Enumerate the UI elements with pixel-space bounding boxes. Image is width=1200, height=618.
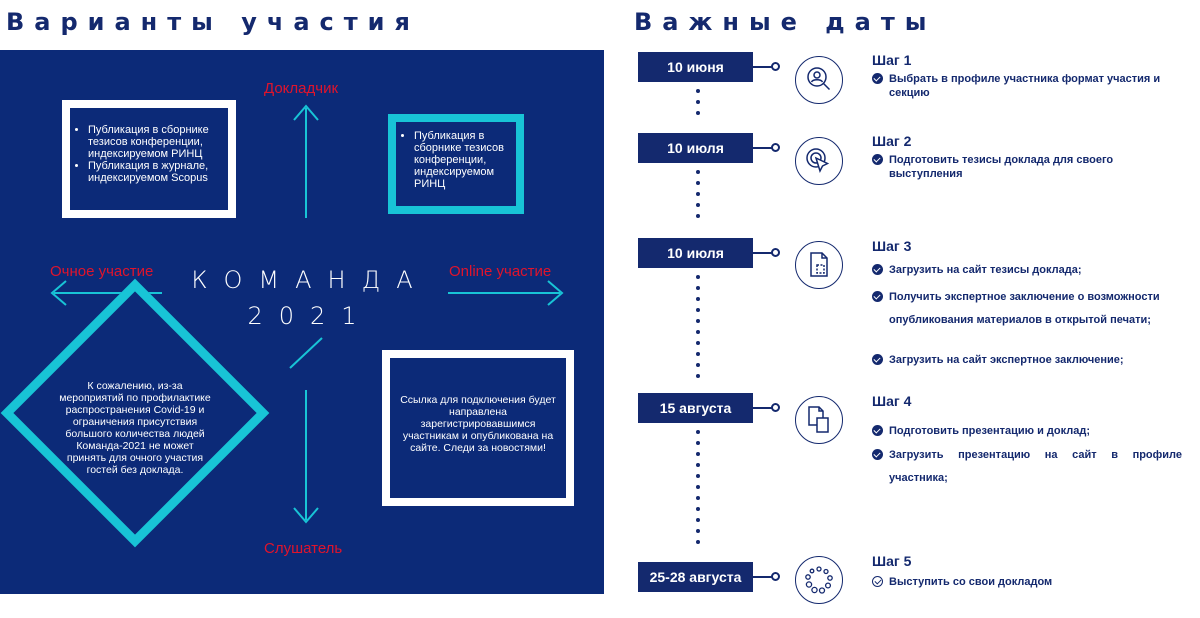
connector-line: [753, 252, 773, 254]
step3-date: 10 июля: [638, 238, 753, 268]
online-label: Online участие: [449, 263, 552, 280]
connector-line: [753, 407, 773, 409]
speaker-inperson-box: Публикация в сборнике тезисов конференци…: [62, 100, 236, 218]
step-item: Загрузить презентацию на сайт в профиле …: [872, 444, 1182, 490]
diagonal-line: [289, 337, 323, 369]
connector-knob: [771, 572, 780, 581]
step-item: Загрузить на сайт экспертное заключение;: [872, 353, 1182, 367]
step4-date: 15 августа: [638, 393, 753, 423]
step4-title: Шаг 4: [872, 393, 912, 409]
timeline-dots: [696, 89, 700, 122]
listener-label: Слушатель: [264, 540, 343, 557]
cursor-click-icon: [795, 137, 843, 185]
timeline-dots: [696, 430, 700, 551]
speaker-label: Докладчик: [264, 80, 339, 97]
step-item: Получить экспертное заключение о возможн…: [872, 286, 1182, 332]
connector-knob: [771, 248, 780, 257]
speaker-online-item: Публикация в сборнике тезисов конференци…: [414, 130, 510, 190]
listener-online-text: Ссылка для подключения будет направлена …: [400, 394, 556, 454]
important-dates-heading: Важные даты: [634, 8, 937, 36]
magnifier-person-icon: [795, 56, 843, 104]
listener-inperson-text: К сожалению, из-за мероприятий по профил…: [59, 380, 211, 476]
inperson-label: Очное участие: [50, 263, 154, 280]
connector-knob: [771, 62, 780, 71]
step-item: Подготовить презентацию и доклад;: [872, 424, 1182, 438]
title-line2: 2021: [247, 302, 373, 330]
listener-online-box: Ссылка для подключения будет направлена …: [382, 350, 574, 506]
step2-title: Шаг 2: [872, 133, 912, 149]
speaker-inperson-item: Публикация в сборнике тезисов конференци…: [88, 124, 222, 160]
timeline-dots: [696, 170, 700, 225]
step5-title: Шаг 5: [872, 553, 912, 569]
step-item: Выступить со свои докладом: [872, 575, 1182, 589]
step-item: Загрузить на сайт тезисы доклада;: [872, 263, 1182, 277]
participation-panel: Докладчик Слушатель Очное участие Online…: [0, 50, 604, 594]
step1-title: Шаг 1: [872, 52, 912, 68]
speaker-inperson-item: Публикация в журнале, индексируемом Scop…: [88, 160, 222, 184]
connector-line: [753, 576, 773, 578]
step-item: Подготовить тезисы доклада для своего вы…: [872, 153, 1172, 181]
documents-copy-icon: [795, 396, 843, 444]
loading-circle-icon: [795, 556, 843, 604]
connector-line: [753, 66, 773, 68]
timeline-dots: [696, 275, 700, 385]
step-item: Выбрать в профиле участника формат участ…: [872, 72, 1172, 100]
connector-line: [753, 147, 773, 149]
title-line1: КОМАНДА: [191, 266, 429, 294]
participation-options-heading: Варианты участия: [6, 8, 420, 36]
document-upload-icon: [795, 241, 843, 289]
step1-date: 10 июня: [638, 52, 753, 82]
connector-knob: [771, 403, 780, 412]
step2-date: 10 июля: [638, 133, 753, 163]
speaker-online-box: Публикация в сборнике тезисов конференци…: [388, 114, 524, 214]
connector-knob: [771, 143, 780, 152]
step3-title: Шаг 3: [872, 238, 912, 254]
step5-date: 25-28 августа: [638, 562, 753, 592]
